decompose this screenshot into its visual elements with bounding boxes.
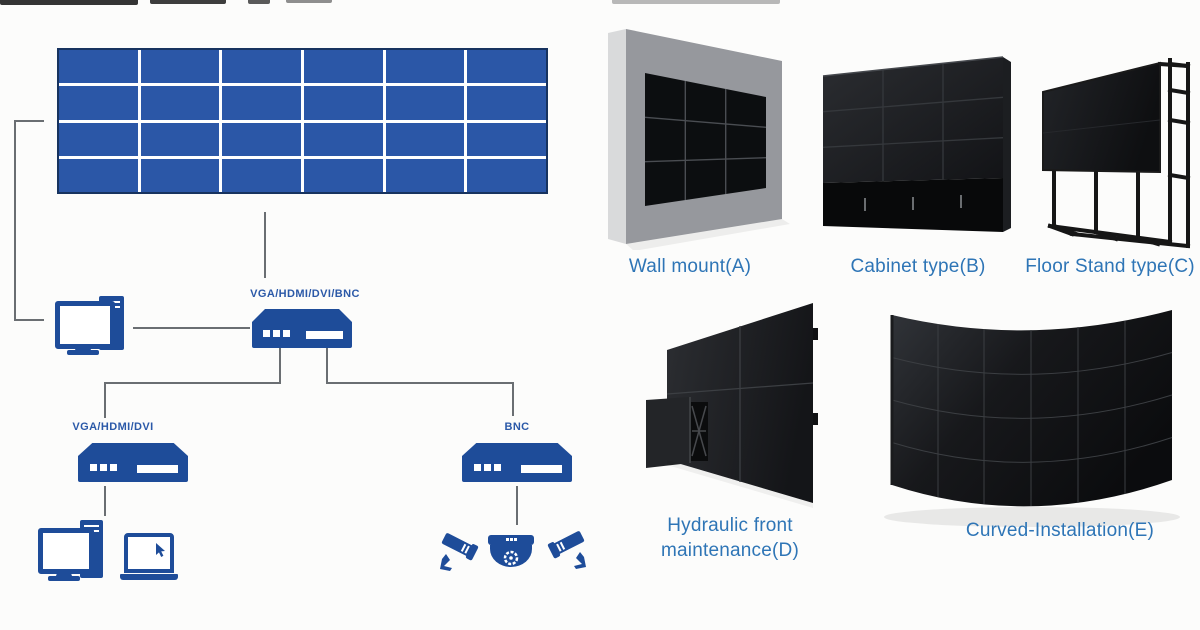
video-wall-cell (303, 122, 383, 156)
video-wall-cell (59, 50, 138, 84)
cropped-title-remnant (286, 0, 332, 3)
bullet-camera-icon (440, 533, 479, 571)
video-wall-cell (385, 86, 465, 120)
video-wall-cell (467, 50, 546, 84)
cabinet-type-label: Cabinet type(B) (850, 256, 986, 277)
matrix-switcher-icon (462, 443, 572, 482)
video-wall-cell (59, 86, 138, 120)
video-wall-cell (222, 50, 301, 84)
video-wall-cell (303, 158, 383, 192)
video-wall-cell (59, 158, 138, 192)
cabinet-type-image (822, 56, 1011, 232)
bullet-camera-icon (547, 531, 586, 569)
desktop-computer-icon (38, 520, 104, 586)
video-wall-cell (385, 158, 465, 192)
hydraulic-label-line1: Hydraulic front (667, 515, 793, 536)
video-wall-cell (467, 86, 546, 120)
cropped-title-remnant (150, 0, 226, 4)
video-wall-cell (140, 86, 220, 120)
video-wall-cell (222, 86, 301, 120)
right-branch-label: BNC (504, 421, 530, 433)
cropped-title-remnant (248, 0, 270, 4)
installation-types: Wall mount(A) Cabi (600, 0, 1200, 630)
hydraulic-label-line2: maintenance(D) (661, 540, 799, 562)
connector-lines (14, 120, 518, 525)
desktop-computer-icon (55, 296, 127, 356)
cropped-title-remnant (612, 0, 780, 4)
video-wall-cell (140, 122, 220, 156)
video-processor-icon (252, 309, 352, 348)
hydraulic-maintenance-label: Hydraulic front maintenance(D) (630, 513, 830, 563)
video-wall-cell (140, 158, 220, 192)
processor-label: VGA/HDMI/DVI/BNC (250, 288, 360, 300)
video-wall-cell (385, 122, 465, 156)
video-wall-cell (222, 158, 301, 192)
video-wall-cell (385, 50, 465, 84)
cropped-title-remnant (0, 0, 138, 5)
floor-stand-image (1042, 58, 1191, 249)
dome-camera-icon (488, 535, 534, 567)
video-wall-cell (303, 50, 383, 84)
curved-installation-image (884, 310, 1180, 527)
matrix-switcher-icon (78, 443, 188, 482)
video-wall-cell (303, 86, 383, 120)
pc-monitor (55, 301, 115, 349)
hydraulic-maintenance-image (646, 303, 818, 508)
signal-flow-diagram: VGA/HDMI/DVI/BNC VGA/HDMI/DVI BNC (14, 48, 586, 586)
video-wall-grid (57, 48, 548, 194)
video-wall-cell (59, 122, 138, 156)
wall-mount-image (608, 29, 790, 250)
pc-monitor (38, 528, 94, 574)
video-wall-cell (140, 50, 220, 84)
video-wall-cell (467, 158, 546, 192)
left-branch-label: VGA/HDMI/DVI (72, 421, 154, 433)
video-wall-cell (222, 122, 301, 156)
video-wall-cell (467, 122, 546, 156)
laptop-icon (120, 533, 178, 580)
cursor-arrow-icon (156, 543, 165, 557)
curved-installation-label: Curved-Installation(E) (965, 520, 1155, 541)
floor-stand-label: Floor Stand type(C) (1025, 256, 1195, 277)
wall-mount-label: Wall mount(A) (628, 256, 752, 277)
